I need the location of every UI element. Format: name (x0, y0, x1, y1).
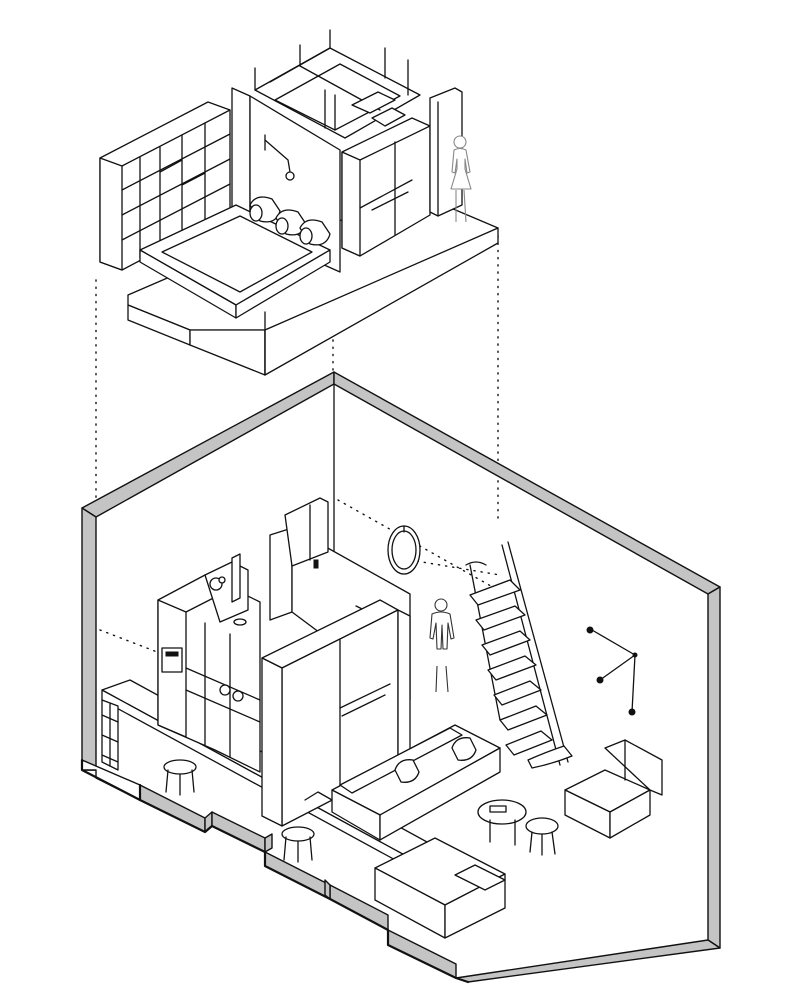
loft-ladder (465, 541, 573, 769)
hob-icon (219, 684, 231, 696)
bar-stool (281, 826, 315, 863)
round-mirror (387, 525, 421, 575)
armchair (564, 739, 663, 839)
cushion (394, 759, 420, 783)
wall-lamp-icon (586, 626, 638, 716)
bench (374, 837, 506, 939)
kitchen (157, 553, 261, 773)
sink-icon (233, 618, 247, 626)
sofa (304, 724, 501, 841)
coffee-table (477, 799, 527, 846)
person-figure-woman (450, 135, 472, 223)
bed (139, 196, 331, 319)
bar-stool (163, 759, 197, 796)
ceiling-rack (254, 29, 421, 139)
person-figure-man (429, 598, 455, 693)
wall-cut-left (81, 371, 335, 518)
mezzanine-slab-edge-step (189, 329, 266, 376)
wall-lamp-icon (264, 134, 295, 181)
lower-level (80, 371, 721, 984)
wall-cut-right-vertical (707, 586, 721, 949)
wall-cut-left-vertical (81, 507, 97, 771)
wardrobe (341, 87, 463, 257)
coffee-table (525, 817, 559, 856)
wall-cut-bottom-right (455, 939, 721, 983)
front-facade (80, 758, 470, 984)
upper-level (99, 29, 499, 376)
cushion (451, 737, 477, 761)
